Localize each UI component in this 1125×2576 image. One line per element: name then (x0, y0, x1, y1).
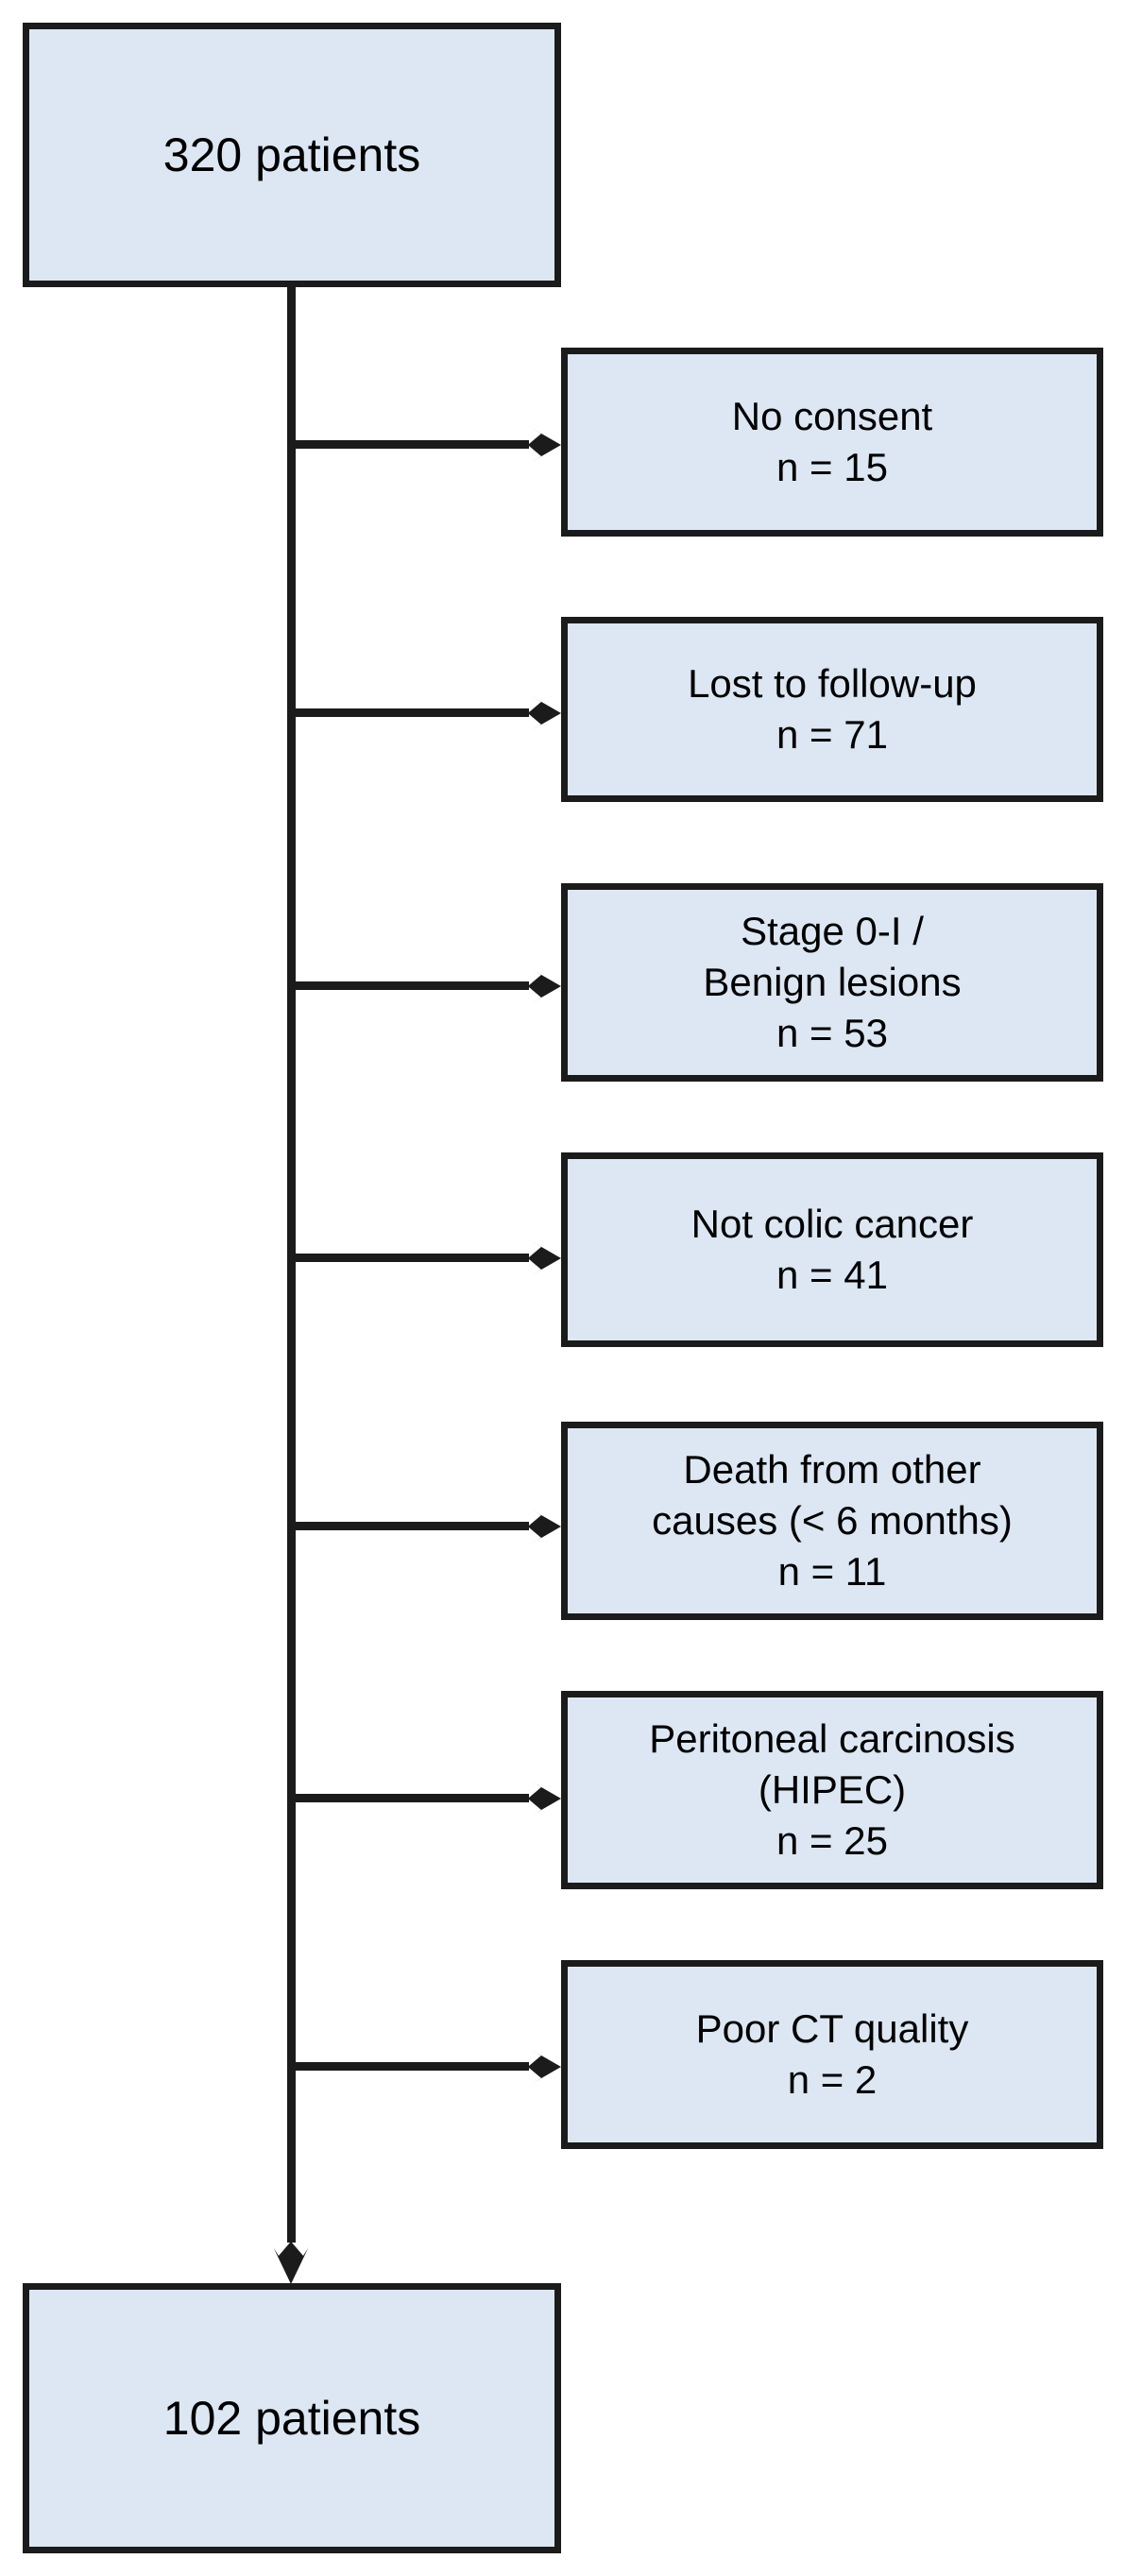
main-trunk-arrowhead (270, 2243, 312, 2284)
exclusion-node-5-text: Death from other causes (< 6 months) n =… (577, 1444, 1087, 1596)
exclusion-node-2: Lost to follow-up n = 71 (561, 617, 1103, 802)
exclusion-node-3-line-2: Benign lesions (703, 960, 962, 1005)
exclusion-node-5-line-3: n = 11 (777, 1548, 887, 1594)
exclusion-node-6-text: Peritoneal carcinosis (HIPEC) n = 25 (577, 1714, 1087, 1866)
main-trunk-line (287, 287, 296, 2247)
branch-line-5 (291, 1522, 530, 1530)
exclusion-node-1: No consent n = 15 (561, 348, 1103, 537)
branch-arrowhead-3 (529, 967, 561, 1005)
branch-line-3 (291, 981, 530, 990)
end-node: 102 patients (23, 2283, 561, 2553)
branch-arrowhead-6 (529, 1780, 561, 1817)
branch-arrowhead-4 (529, 1239, 561, 1277)
exclusion-node-2-text: Lost to follow-up n = 71 (577, 658, 1087, 760)
exclusion-node-6-line-2: (HIPEC) (758, 1767, 907, 1813)
exclusion-node-3-line-3: n = 53 (776, 1010, 888, 1055)
branch-arrowhead-1 (529, 426, 561, 464)
start-node-label: 320 patients (162, 128, 421, 181)
branch-arrowhead-2 (529, 694, 561, 732)
exclusion-node-3: Stage 0-I / Benign lesions n = 53 (561, 883, 1103, 1082)
exclusion-node-1-line-1: No consent (731, 394, 933, 439)
exclusion-node-4-line-2: n = 41 (776, 1253, 888, 1297)
branch-line-1 (291, 440, 530, 449)
exclusion-node-4: Not colic cancer n = 41 (561, 1152, 1103, 1347)
branch-line-6 (291, 1794, 530, 1802)
branch-line-7 (291, 2062, 530, 2071)
exclusion-node-3-line-1: Stage 0-I / (741, 909, 924, 954)
exclusion-node-6: Peritoneal carcinosis (HIPEC) n = 25 (561, 1691, 1103, 1889)
exclusion-node-5-line-1: Death from other (683, 1447, 981, 1493)
exclusion-node-6-line-3: n = 25 (776, 1817, 888, 1863)
exclusion-node-2-line-1: Lost to follow-up (688, 661, 977, 707)
exclusion-node-5: Death from other causes (< 6 months) n =… (561, 1422, 1103, 1620)
exclusion-node-4-text: Not colic cancer n = 41 (577, 1199, 1087, 1301)
exclusion-node-7: Poor CT quality n = 2 (561, 1960, 1103, 2149)
exclusion-node-5-line-2: causes (< 6 months) (652, 1498, 1013, 1544)
exclusion-node-7-line-1: Poor CT quality (695, 2006, 969, 2052)
exclusion-node-7-text: Poor CT quality n = 2 (577, 2004, 1087, 2106)
branch-line-2 (291, 708, 530, 717)
exclusion-node-1-text: No consent n = 15 (577, 391, 1087, 493)
exclusion-node-6-line-1: Peritoneal carcinosis (649, 1716, 1015, 1762)
exclusion-node-2-line-2: n = 71 (776, 712, 888, 757)
branch-arrowhead-5 (529, 1508, 561, 1545)
exclusion-node-7-line-2: n = 2 (787, 2057, 878, 2102)
exclusion-node-3-text: Stage 0-I / Benign lesions n = 53 (577, 906, 1087, 1058)
start-node: 320 patients (23, 23, 561, 287)
exclusion-node-4-line-1: Not colic cancer (690, 1202, 974, 1247)
branch-arrowhead-7 (529, 2048, 561, 2086)
exclusion-node-1-line-2: n = 15 (776, 445, 888, 489)
end-node-label: 102 patients (162, 2392, 421, 2445)
branch-line-4 (291, 1254, 530, 1262)
